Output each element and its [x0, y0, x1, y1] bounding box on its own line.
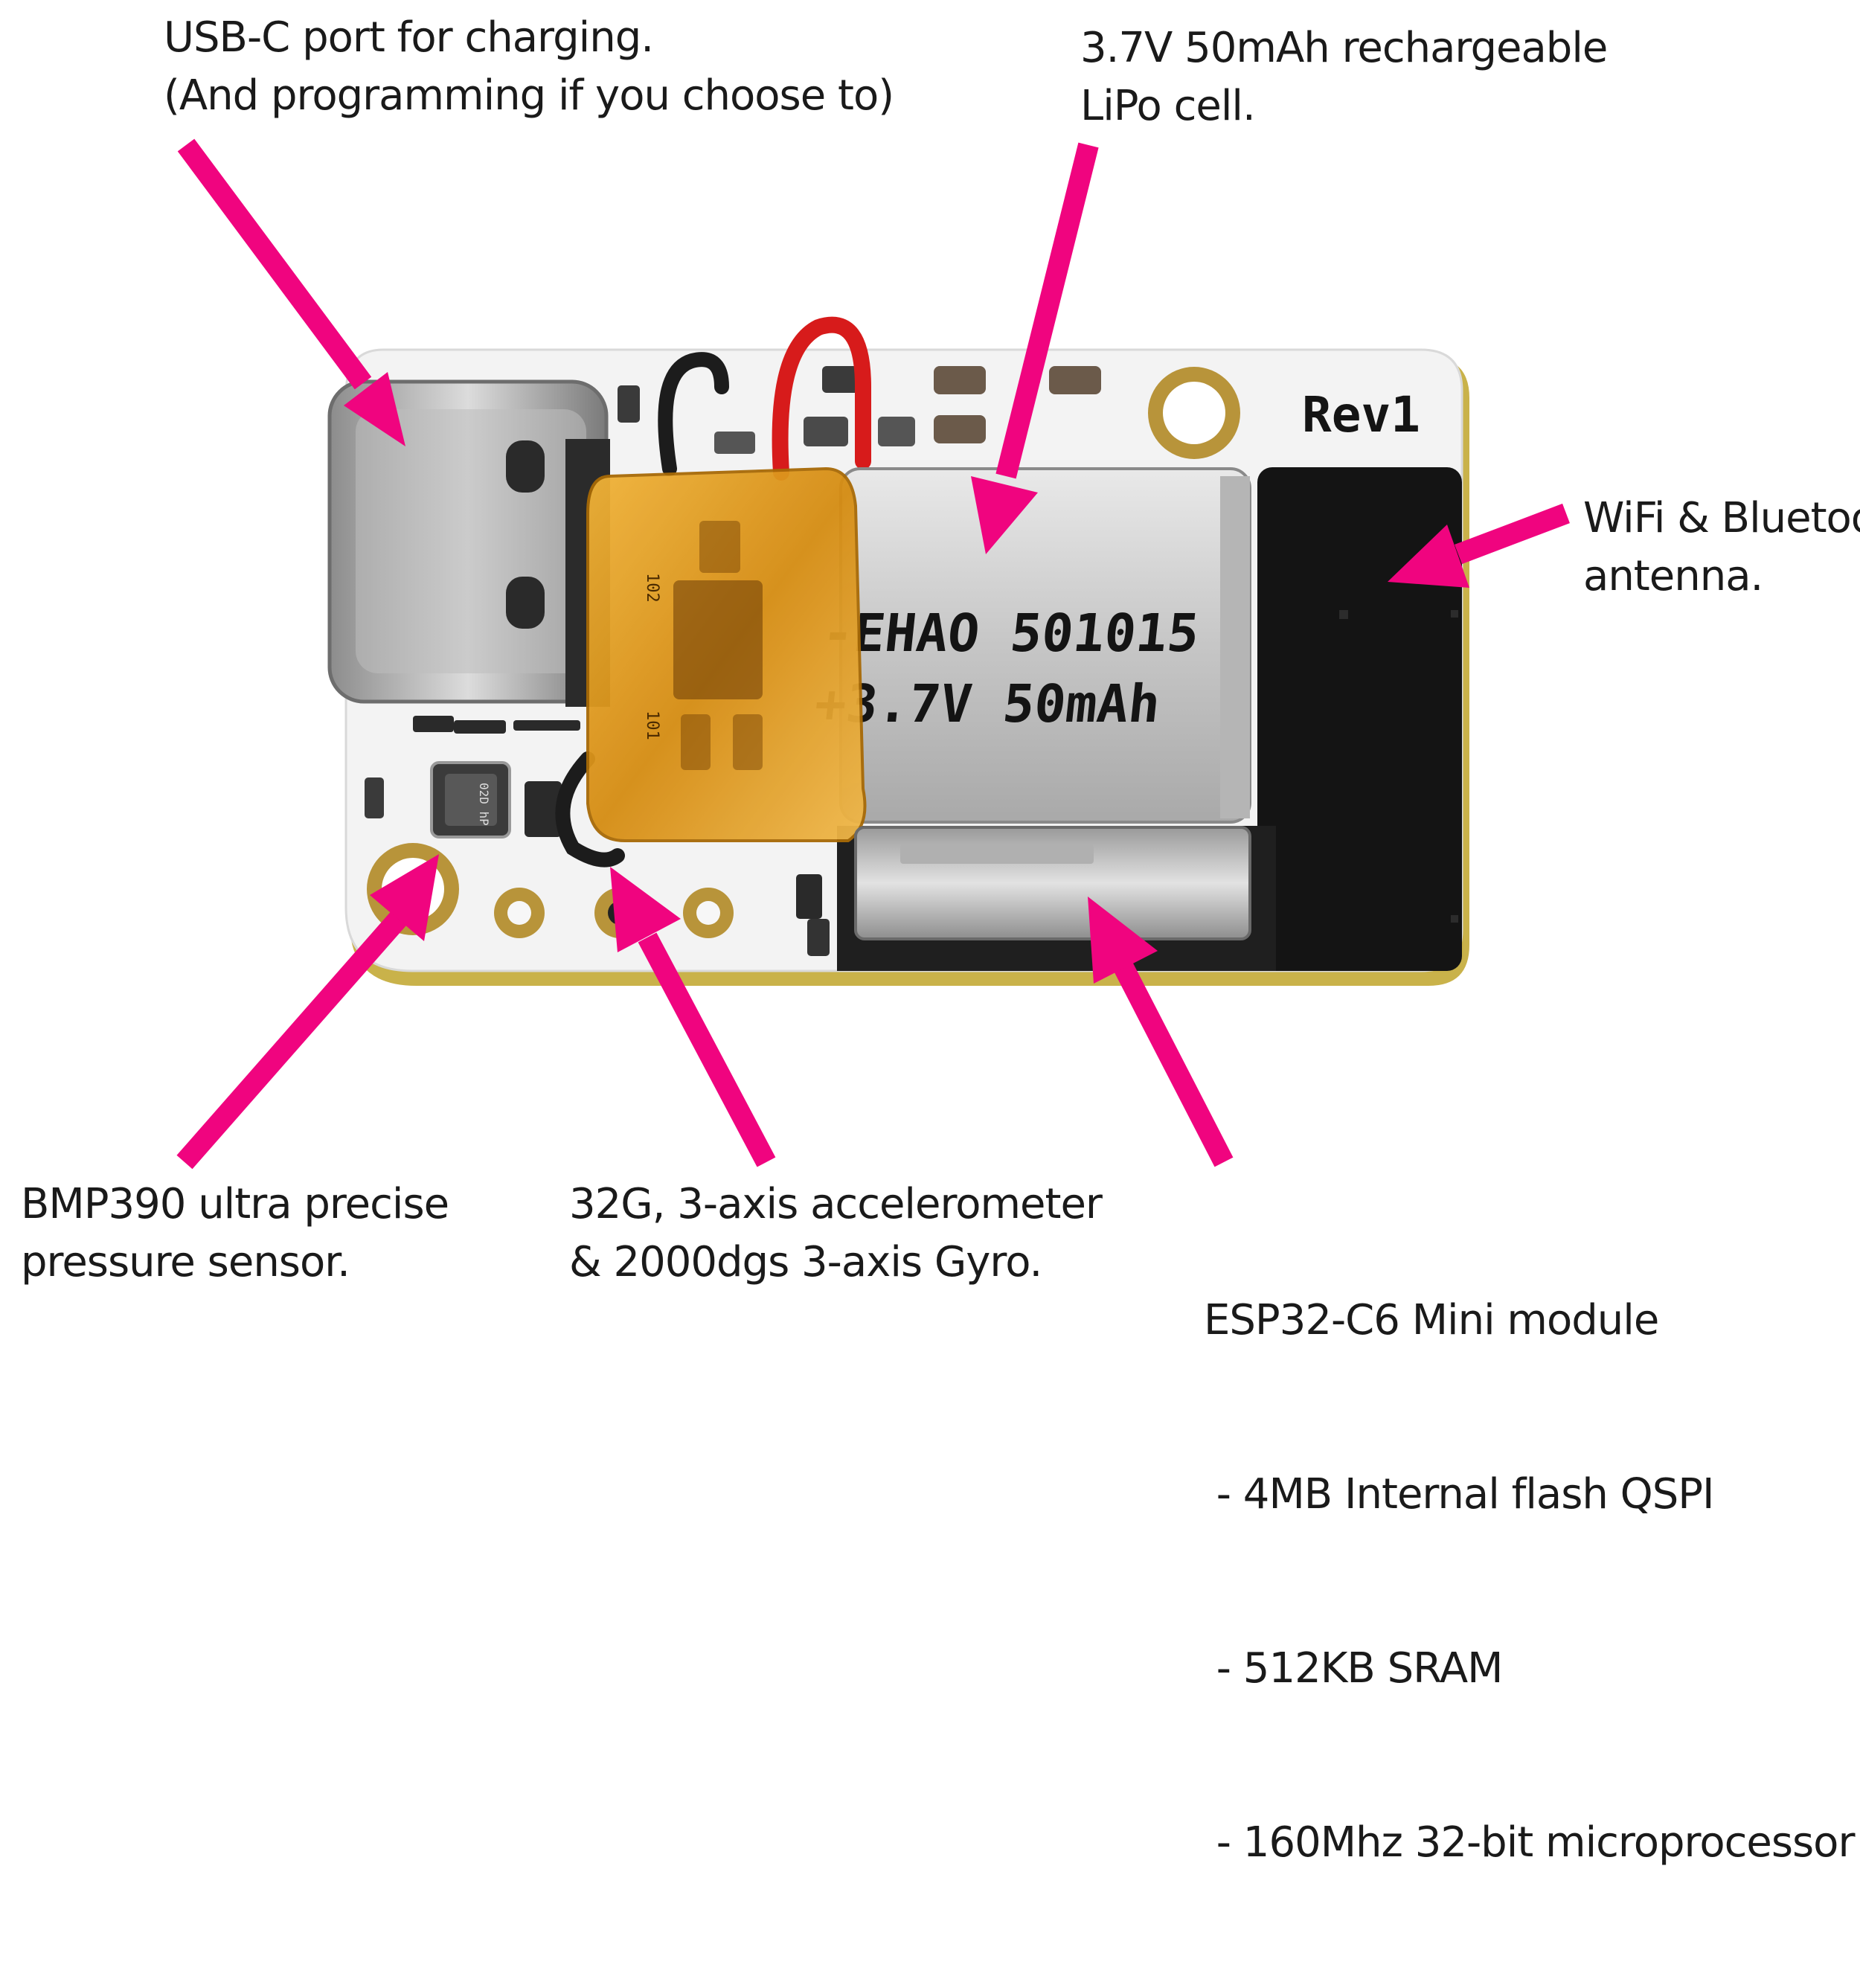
red-wire: [772, 316, 871, 481]
mcu-callout-line-3: - 512KB SRAM: [1204, 1644, 1504, 1693]
board-illustration: -EHAO 501015 +3.7V 50mAh 102 101 02D hP …: [176, 138, 1570, 1170]
callout-arrows: [176, 138, 1570, 1170]
kapton-wrapped-pcm: 102 101: [586, 466, 867, 842]
pressure-callout-line-2: pressure sensor.: [21, 1238, 350, 1286]
esp32-c6-module-shield: [854, 826, 1251, 940]
imu-callout-line-1: 32G, 3-axis accelerometer: [569, 1180, 1103, 1228]
annotated-board-diagram: -EHAO 501015 +3.7V 50mAh 102 101 02D hP …: [21, 9, 1860, 1867]
antenna-arrow: [1388, 503, 1570, 588]
battery-print-line2: +3.7V 50mAh: [812, 673, 1163, 734]
lipo-battery: -EHAO 501015 +3.7V 50mAh: [812, 467, 1251, 824]
pressure-arrow: [176, 854, 439, 1170]
mcu-arrow: [1088, 897, 1234, 1167]
imu-arrow: [610, 867, 776, 1167]
kapton-mark-top: 102: [643, 573, 661, 603]
mounting-hole-top: [1148, 367, 1240, 459]
usb-callout-line-1: USB-C port for charging.: [164, 13, 654, 62]
usb-c-port: [327, 379, 610, 707]
usb-callout: USB-C port for charging. (And programmin…: [164, 9, 894, 125]
pressure-callout-line-1: BMP390 ultra precise: [21, 1180, 449, 1228]
sensor-mark: 02D hP: [477, 783, 491, 826]
usb-arrow: [177, 138, 405, 446]
antenna-callout-line-1: WiFi & Bluetooth: [1583, 494, 1860, 542]
battery-print-line1: -EHAO 501015: [819, 603, 1202, 664]
revision-label: Rev1: [1302, 386, 1420, 443]
battery-callout-line-2: LiPo cell.: [1080, 82, 1256, 130]
antenna-area: [1257, 467, 1462, 971]
black-wire: [658, 352, 729, 476]
mcu-callout-line-4: - 160Mhz 32-bit microprocessor: [1204, 1818, 1856, 1867]
antenna-callout: WiFi & Bluetooth antenna.: [1583, 490, 1860, 606]
pressure-callout: BMP390 ultra precise pressure sensor.: [21, 1176, 449, 1292]
antenna-callout-line-2: antenna.: [1583, 552, 1763, 600]
battery-callout: 3.7V 50mAh rechargeable LiPo cell.: [1080, 19, 1608, 135]
imu-callout-line-2: & 2000dgs 3-axis Gyro.: [569, 1238, 1042, 1286]
imu-callout: 32G, 3-axis accelerometer & 2000dgs 3-ax…: [569, 1176, 1103, 1292]
kapton-mark-bottom: 101: [643, 711, 661, 740]
bmp390-sensor: 02D hP: [430, 761, 511, 839]
usb-callout-line-2: (And programming if you choose to): [164, 71, 894, 120]
mcu-callout-line-2: - 4MB Internal flash QSPI: [1204, 1470, 1715, 1519]
battery-arrow: [971, 142, 1099, 554]
mcu-callout: ESP32-C6 Mini module - 4MB Internal flas…: [1204, 1176, 1856, 1988]
battery-callout-line-1: 3.7V 50mAh rechargeable: [1080, 24, 1608, 72]
mcu-callout-line-1: ESP32-C6 Mini module: [1204, 1296, 1659, 1344]
smd-components: [365, 366, 1101, 956]
